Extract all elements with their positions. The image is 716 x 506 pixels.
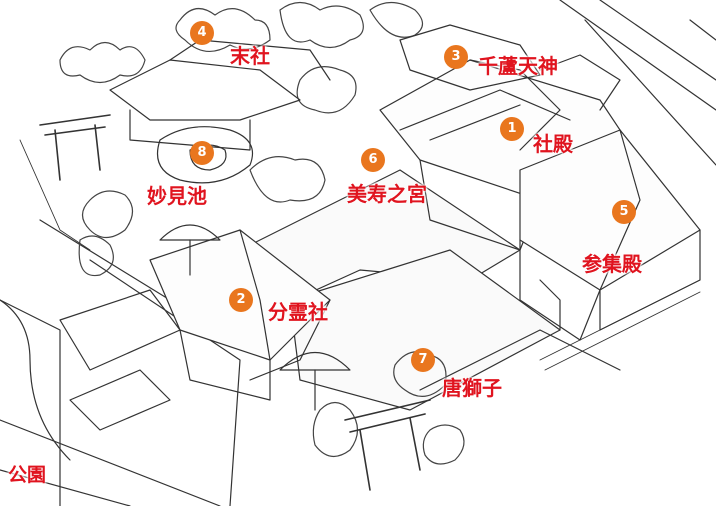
- fences: [19, 139, 701, 371]
- assembly-hall-building: [519, 129, 701, 341]
- parasols: [159, 224, 351, 411]
- place-marker: 7: [411, 348, 435, 372]
- place-label: 参集殿: [582, 252, 642, 276]
- place-label: 社殿: [533, 132, 573, 156]
- place-marker: 6: [361, 148, 385, 172]
- place-marker: 3: [444, 45, 468, 69]
- place-marker: 4: [190, 21, 214, 45]
- place-label: 唐獅子: [442, 376, 502, 400]
- torii-gates: [39, 114, 431, 491]
- place-label: 千蘆天神: [478, 54, 558, 78]
- park-label: 公園: [8, 464, 47, 486]
- place-label: 分霊社: [268, 300, 328, 324]
- place-label: 美寿之宮: [347, 182, 427, 206]
- place-marker: 5: [612, 200, 636, 224]
- place-label: 末社: [230, 44, 270, 68]
- place-marker: 8: [190, 141, 214, 165]
- courtyard: [39, 169, 621, 506]
- place-label: 妙見池: [147, 184, 207, 208]
- place-marker: 2: [229, 288, 253, 312]
- trees: [59, 1, 465, 465]
- auxiliary-shrines: [109, 24, 621, 151]
- place-marker: 1: [500, 117, 524, 141]
- park-area: [0, 289, 181, 461]
